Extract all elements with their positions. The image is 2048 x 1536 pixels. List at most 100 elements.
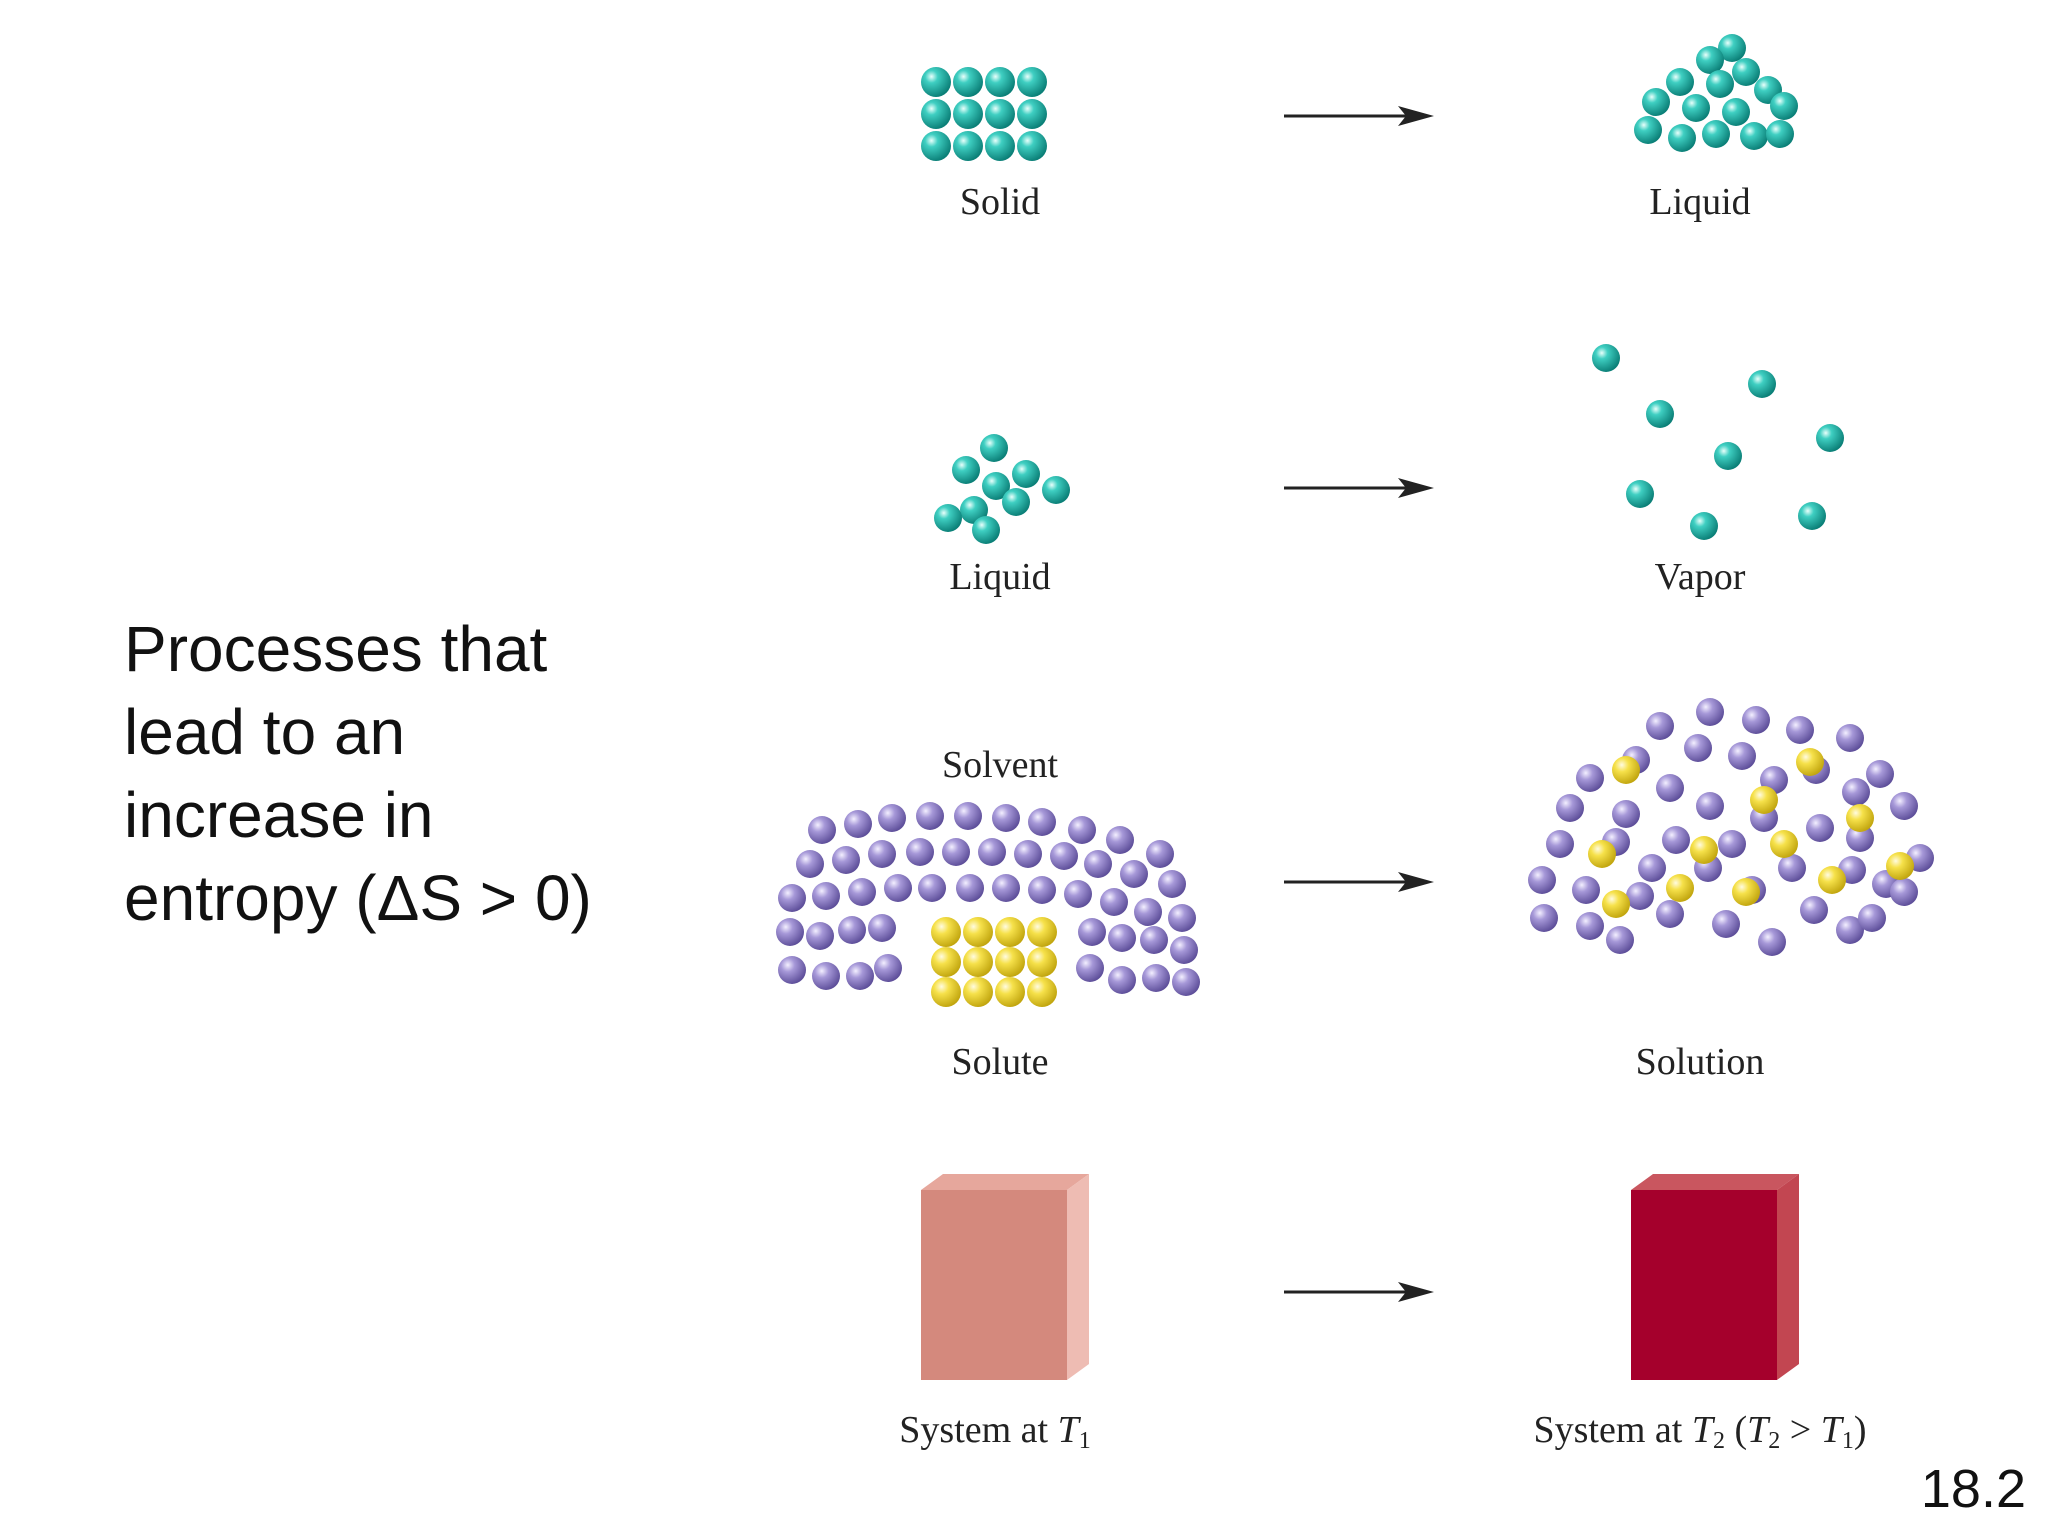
solution-solute-particle (1612, 756, 1640, 784)
vapor-particle (1690, 512, 1718, 540)
solvent-particle (806, 922, 834, 950)
vapor-particle (1816, 424, 1844, 452)
solution-solute-particle (1818, 866, 1846, 894)
vapor-label: Vapor (1654, 556, 1746, 598)
solution-solvent-particle (1836, 724, 1864, 752)
liquid-particle (980, 434, 1008, 462)
solid-particle (985, 131, 1015, 161)
solvent-particle (846, 962, 874, 990)
solvent-particle (1134, 898, 1162, 926)
solvent-particle (1108, 966, 1136, 994)
solution-particles (1528, 698, 1934, 956)
liquid-particle (972, 516, 1000, 544)
solvent-particle (1142, 964, 1170, 992)
solvent-particle (1050, 842, 1078, 870)
liquid-particle (1718, 34, 1746, 62)
solvent-particle (868, 840, 896, 868)
solution-solvent-particle (1576, 764, 1604, 792)
solvent-particle (844, 810, 872, 838)
solute-particle (1027, 917, 1057, 947)
solution-solvent-particle (1786, 716, 1814, 744)
solvent-particle (812, 962, 840, 990)
vapor-particle (1798, 502, 1826, 530)
solution-solvent-particle (1696, 792, 1724, 820)
solution-solvent-particle (1866, 760, 1894, 788)
solution-solvent-particle (1718, 830, 1746, 858)
arrow-row-2 (1284, 478, 1434, 498)
solution-solute-particle (1886, 852, 1914, 880)
liquid-particle (1702, 120, 1730, 148)
solid-particle (921, 131, 951, 161)
slide-number: 18.2 (1920, 1459, 2026, 1519)
solution-solute-particle (1796, 748, 1824, 776)
solvent-particle (848, 878, 876, 906)
solute-particle (963, 947, 993, 977)
vapor-particle (1748, 370, 1776, 398)
solvent-particle (1168, 904, 1196, 932)
solid-particles (921, 67, 1047, 161)
liquid-particle (1668, 124, 1696, 152)
solvent-particle (808, 816, 836, 844)
system-t1-label: System at T1 (899, 1409, 1091, 1454)
liquid-particle (1740, 122, 1768, 150)
solution-solvent-particle (1758, 928, 1786, 956)
heading-line-4: entropy (ΔS > 0) (124, 862, 592, 934)
liquid-particle (1666, 68, 1694, 96)
solution-solute-particle (1690, 836, 1718, 864)
solid-particle (1017, 131, 1047, 161)
solvent-particle (1108, 924, 1136, 952)
liquid-particle (1042, 476, 1070, 504)
solution-solute-particle (1770, 830, 1798, 858)
solution-solvent-particle (1836, 916, 1864, 944)
vapor-particle (1592, 344, 1620, 372)
slide-heading: Processes that lead to an increase in en… (124, 608, 744, 940)
solution-solvent-particle (1778, 854, 1806, 882)
solution-solvent-particle (1530, 904, 1558, 932)
heading-line-1: Processes that (124, 613, 548, 685)
liquid-particle (1770, 92, 1798, 120)
solution-solute-particle (1846, 804, 1874, 832)
solvent-particle (916, 802, 944, 830)
solvent-particle (1028, 808, 1056, 836)
solvent-particle (778, 956, 806, 984)
solvent-particle (1076, 954, 1104, 982)
solvent-particle (918, 874, 946, 902)
liquid-particle (1012, 460, 1040, 488)
solution-solvent-particle (1728, 742, 1756, 770)
liquid-particle (952, 456, 980, 484)
arrow-row-1 (1284, 106, 1434, 126)
solution-solute-particle (1750, 786, 1778, 814)
solvent-particle (1100, 888, 1128, 916)
solvent-particle (1084, 850, 1112, 878)
liquid-particle (1634, 116, 1662, 144)
solution-solvent-particle (1890, 878, 1918, 906)
solvent-particle (1172, 968, 1200, 996)
solid-particle (1017, 99, 1047, 129)
solvent-particle (906, 838, 934, 866)
solution-solvent-particle (1626, 882, 1654, 910)
solvent-particle (1028, 876, 1056, 904)
solvent-particle (992, 804, 1020, 832)
liquid-particle (1002, 488, 1030, 516)
solution-solvent-particle (1842, 778, 1870, 806)
solution-solvent-particle (1696, 698, 1724, 726)
solution-solvent-particle (1806, 814, 1834, 842)
solvent-particle (954, 802, 982, 830)
solution-solute-particle (1602, 890, 1630, 918)
solution-solvent-particle (1742, 706, 1770, 734)
solid-particle (953, 131, 983, 161)
solvent-particle (838, 916, 866, 944)
solid-particle (953, 67, 983, 97)
liquid-label-left: Liquid (949, 556, 1051, 598)
solid-particle (953, 99, 983, 129)
solute-particle (931, 977, 961, 1007)
solvent-particle (956, 874, 984, 902)
solvent-particle (832, 846, 860, 874)
liquid-particle (1732, 58, 1760, 86)
solute-particle (963, 977, 993, 1007)
liquid-particle (1696, 46, 1724, 74)
solution-solvent-particle (1656, 774, 1684, 802)
solvent-particle (1068, 816, 1096, 844)
system-t1-box (921, 1174, 1089, 1380)
liquid-particle (1722, 98, 1750, 126)
